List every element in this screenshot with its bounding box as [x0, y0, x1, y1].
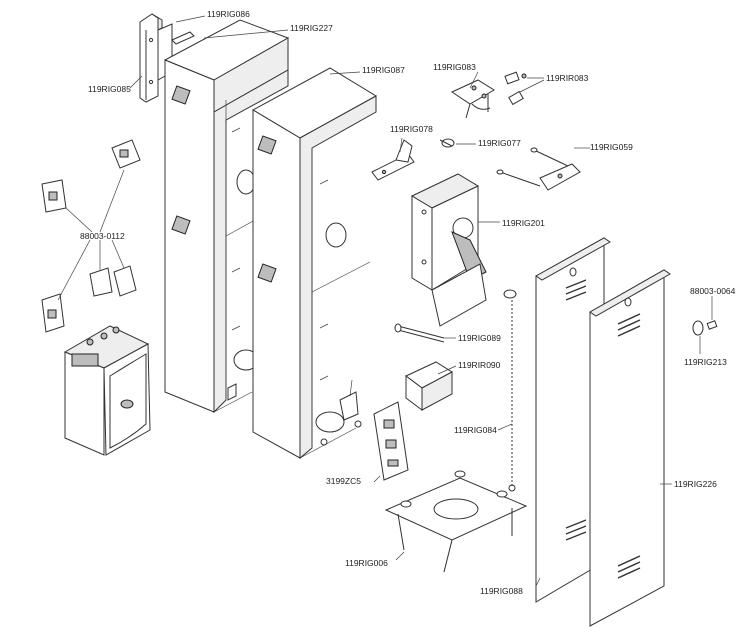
label-3199ZC5: 3199ZC5 — [326, 476, 361, 486]
label-119RIG087: 119RIG087 — [362, 65, 405, 75]
label-119RIG083: 119RIG083 — [433, 62, 476, 72]
balance-spring — [503, 289, 517, 492]
label-119RIG226: 119RIG226 — [674, 479, 717, 489]
label-119RIG227: 119RIG227 — [290, 23, 333, 33]
rear-column-housing — [163, 19, 290, 414]
label-119RIG085: 119RIG085 — [88, 84, 131, 94]
label-119RIG213: 119RIG213 — [684, 357, 727, 367]
motor-gearbox — [410, 173, 487, 327]
label-119RIR083: 119RIR083 — [546, 73, 589, 83]
label-119RIG086: 119RIG086 — [207, 9, 250, 19]
circuit-board-part — [373, 401, 409, 481]
label-119RIG059: 119RIG059 — [590, 142, 633, 152]
label-119RIG077: 119RIG077 — [478, 138, 521, 148]
label-119RIG006: 119RIG006 — [345, 558, 388, 568]
part-labels: 119RIG086 119RIG227 119RIG087 119RIG085 … — [80, 9, 736, 596]
label-119RIG084: 119RIG084 — [454, 425, 497, 435]
label-119RIG201: 119RIG201 — [502, 218, 545, 228]
label-88003-0112: 88003-0112 — [80, 231, 125, 241]
label-119RIG089: 119RIG089 — [458, 333, 501, 343]
control-box — [63, 325, 151, 456]
cover-plates-set — [41, 139, 141, 333]
lock-part — [692, 320, 718, 336]
screw-part — [439, 138, 455, 148]
label-119RIG078: 119RIG078 — [390, 124, 433, 134]
label-119RIG088: 119RIG088 — [480, 586, 523, 596]
label-88003-0064: 88003-0064 — [690, 286, 736, 296]
outer-door-panel — [589, 269, 671, 627]
limit-bracket-part — [371, 139, 415, 181]
lever-bracket-part — [450, 79, 495, 119]
leader-lines — [129, 15, 713, 587]
transformer-part — [405, 361, 453, 411]
shaft-assembly-part — [496, 147, 581, 191]
microswitch-parts — [504, 71, 527, 106]
inner-door-panel — [535, 237, 611, 603]
label-119RIR090: 119RIR090 — [458, 360, 501, 370]
front-column-housing — [251, 67, 377, 460]
pin-part — [394, 323, 445, 343]
foundation-plate — [384, 470, 528, 573]
